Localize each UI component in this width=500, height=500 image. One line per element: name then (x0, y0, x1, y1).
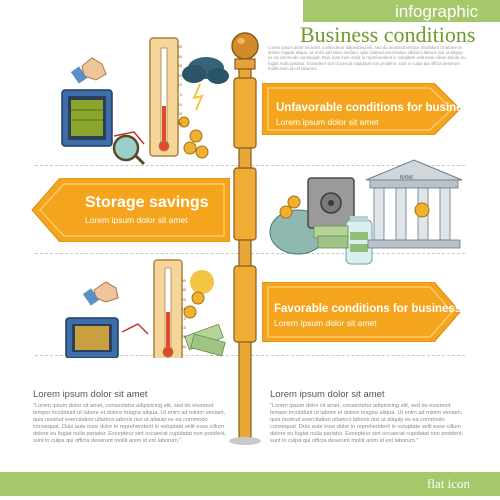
safe-icon (307, 177, 355, 229)
bank-sign: BANK (400, 175, 414, 181)
magnifier-icon (112, 134, 146, 166)
column-1-heading: Lorem ipsum dolor sit amet (33, 389, 148, 400)
footer-band (0, 472, 500, 496)
column-2-text: "Lorem ipsum dolor sit amet, consectetur… (270, 403, 464, 444)
unfavorable-illustration (61, 37, 229, 166)
sign-1-shape (262, 83, 461, 135)
sign-3-title: Favorable conditions for business (274, 303, 462, 315)
sign-2-subtitle: Lorem ipsum dolor sit amet (85, 215, 188, 225)
coins-icon (279, 195, 430, 219)
coins-icon (183, 291, 205, 319)
thermometer-icon (153, 259, 183, 358)
money-icon (184, 323, 226, 357)
safe-icon (61, 89, 113, 147)
sign-2-title: Storage savings (85, 194, 209, 211)
page-title: Business conditions (300, 22, 476, 47)
bank-building-icon (365, 159, 463, 249)
thermometer-icon (149, 37, 179, 157)
signpost-pole (229, 32, 261, 445)
favorable-illustration (65, 259, 226, 358)
sign-1-title: Unfavorable conditions for business (276, 102, 476, 114)
header-tag: infographic (395, 2, 479, 21)
storm-cloud-icon (182, 57, 229, 111)
sun-icon (190, 270, 214, 294)
hand-icon (70, 57, 107, 84)
savings-illustration (269, 159, 463, 265)
coins-icon (178, 116, 209, 159)
money-pile-icon (313, 225, 349, 249)
header-intro: Lorem ipsum dolor sit amet, consectetur … (268, 45, 466, 71)
header-band (303, 0, 500, 22)
column-2-heading: Lorem ipsum dolor sit amet (270, 389, 385, 400)
column-1-text: "Lorem ipsum dolor sit amet, consectetur… (33, 403, 227, 444)
sign-3-shape (262, 282, 461, 342)
sign-2-shape (31, 178, 230, 242)
safe-icon (65, 317, 119, 358)
hand-icon (82, 281, 119, 306)
footer-label: flat icon (427, 476, 470, 491)
sign-3-subtitle: Lorem ipsum dolor sit amet (274, 318, 377, 328)
sign-1-subtitle: Lorem ipsum dolor sit amet (276, 117, 379, 127)
